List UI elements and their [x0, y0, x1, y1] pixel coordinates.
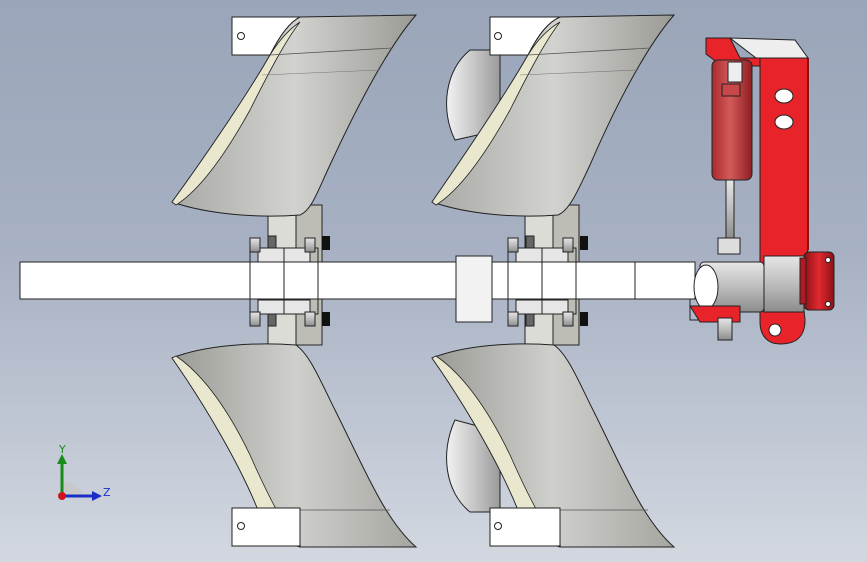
- triad-y-label: Y: [59, 443, 66, 456]
- piston-rod: [725, 179, 735, 239]
- triad-z-label: Z: [103, 486, 111, 499]
- coordinate-triad-icon: [57, 454, 102, 501]
- beam-clamp-right[interactable]: [507, 235, 588, 327]
- hitch-assembly[interactable]: [689, 37, 835, 345]
- main-frame-beam[interactable]: [19, 255, 700, 323]
- mount-plate-bottom-right: [489, 507, 561, 547]
- plough-body-left[interactable]: [171, 14, 418, 548]
- mount-plate-bottom-left: [231, 507, 301, 547]
- beam-clamp-left[interactable]: [249, 235, 330, 327]
- disc-coulter-top: [446, 49, 501, 141]
- moldboard-top-left: [171, 14, 418, 217]
